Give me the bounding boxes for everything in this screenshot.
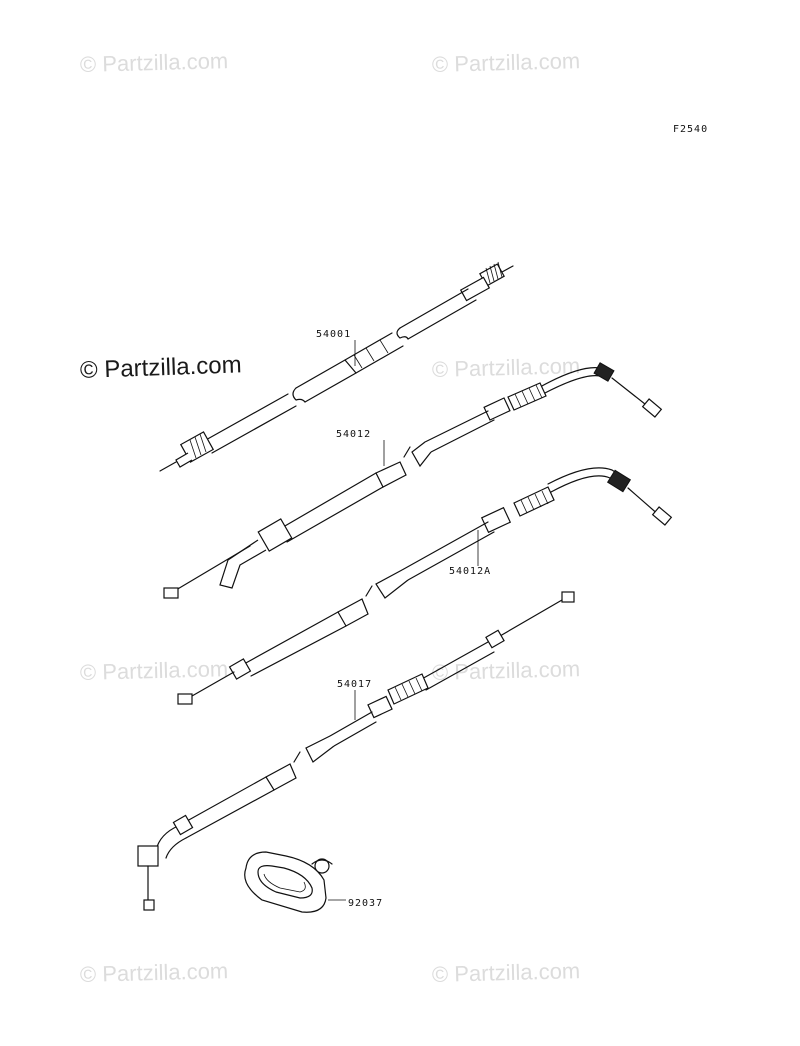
choke-cable[interactable] (137, 591, 575, 911)
callout-54017[interactable]: 54017 (337, 679, 373, 690)
callout-54001[interactable]: 54001 (316, 329, 352, 340)
callout-92037[interactable]: 92037 (348, 898, 384, 909)
grommet[interactable] (244, 851, 346, 913)
throttle-cable-54012a[interactable] (177, 467, 673, 705)
figure-code: F2540 (673, 124, 709, 135)
callout-54012a[interactable]: 54012A (449, 566, 492, 577)
speedometer-cable[interactable] (159, 261, 514, 472)
throttle-cable-54012[interactable] (163, 362, 663, 599)
callout-54012[interactable]: 54012 (336, 429, 372, 440)
